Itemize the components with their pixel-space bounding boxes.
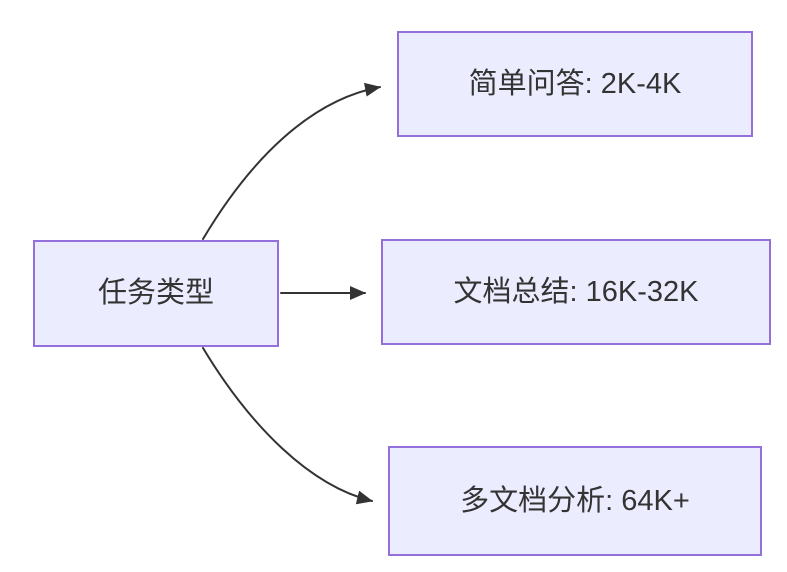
edge-task-to-qa (202, 82, 381, 240)
node-task-type: 任务类型 (33, 240, 279, 347)
node-simple-qa: 简单问答: 2K-4K (397, 31, 753, 137)
node-multi-doc: 多文档分析: 64K+ (388, 446, 762, 556)
edge-task-to-multi (202, 347, 373, 505)
node-doc-summary: 文档总结: 16K-32K (381, 239, 771, 345)
